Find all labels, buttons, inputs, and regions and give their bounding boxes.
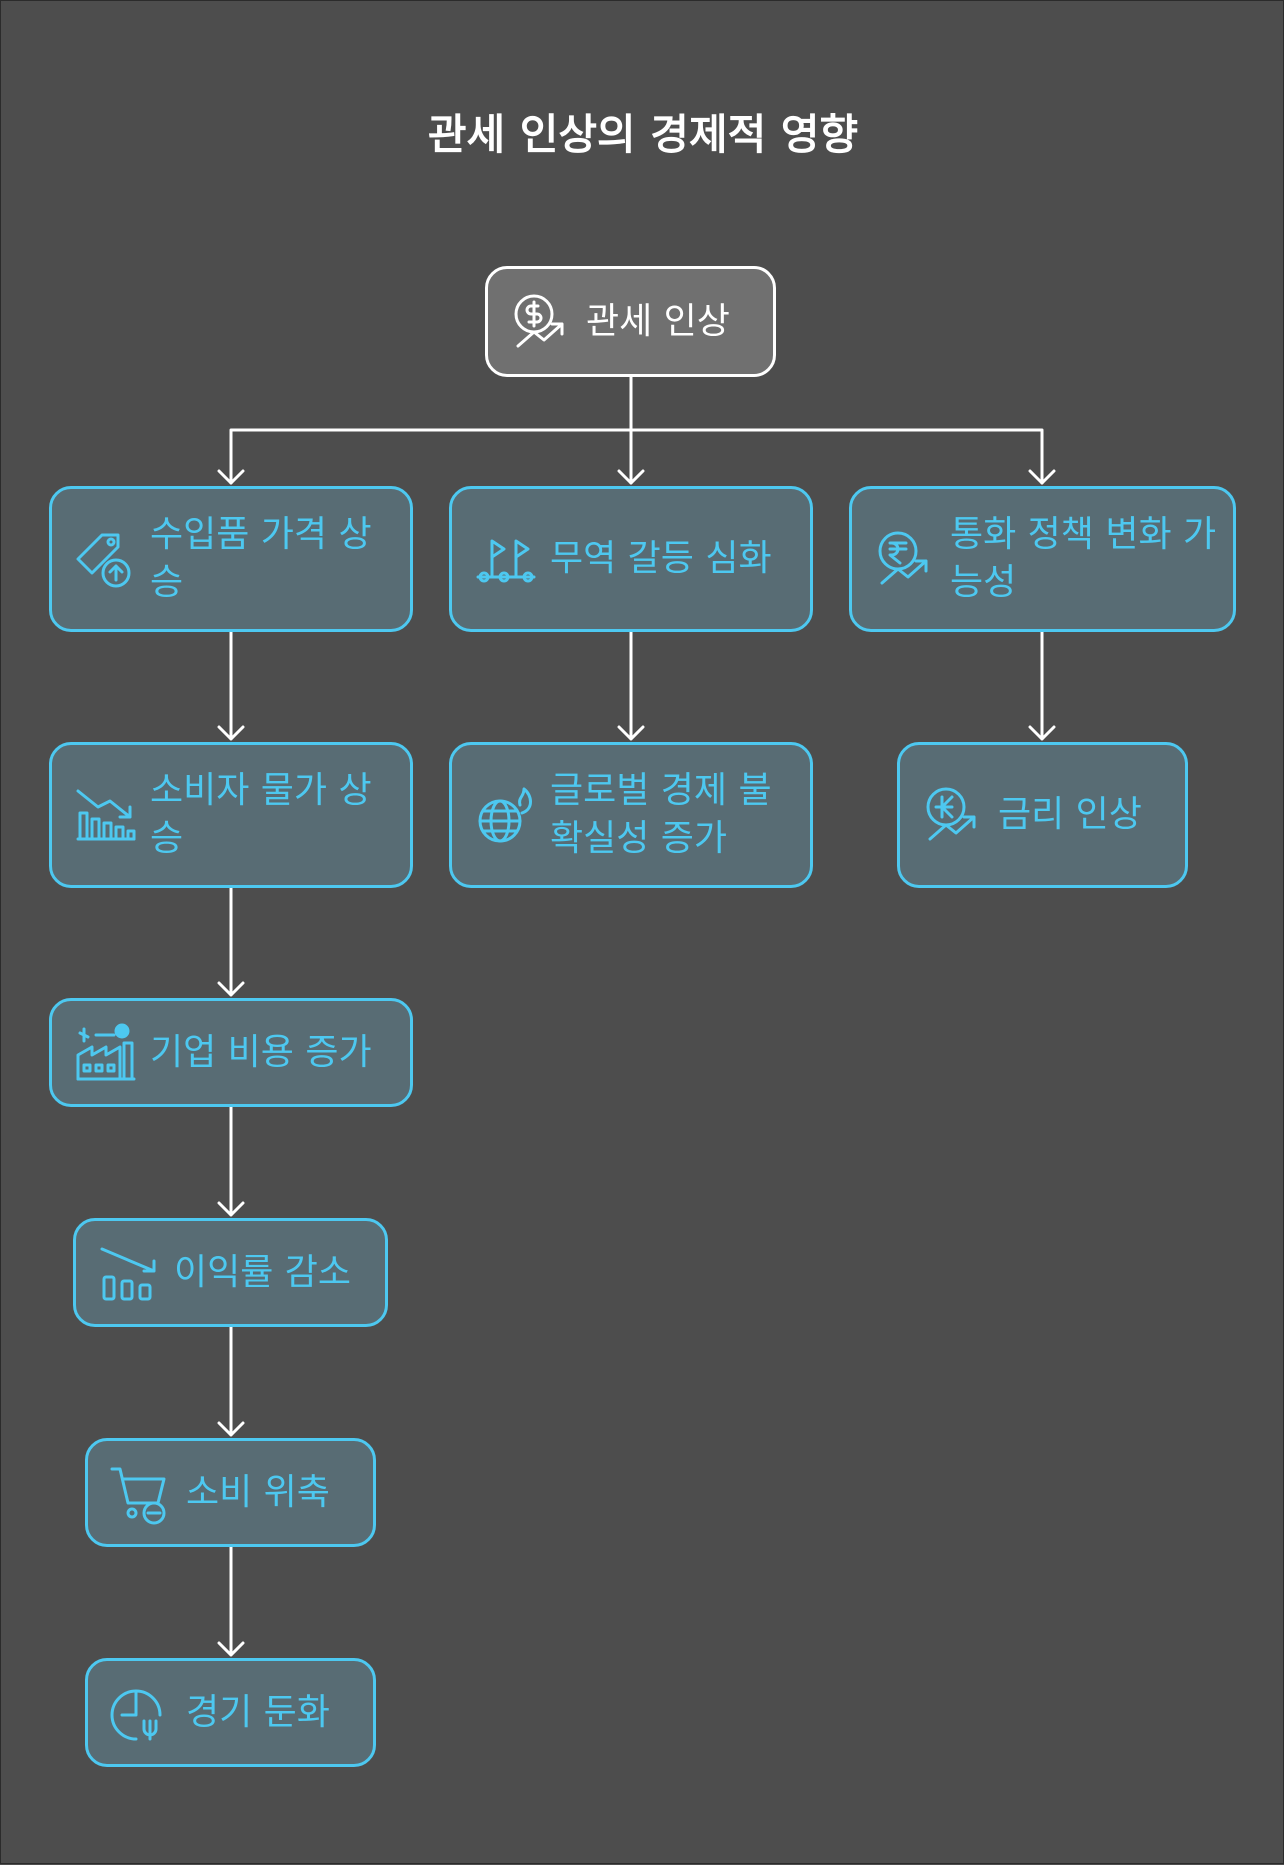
node-label: 경기 둔화	[186, 1691, 330, 1733]
flags-icon	[474, 527, 538, 591]
edge-monetary-policy-to-interest-rate	[1028, 630, 1056, 741]
node-global-uncertainty[interactable]: 글로벌 경제 불확실성 증가	[449, 742, 813, 888]
node-economic-slowdown[interactable]: 경기 둔화	[85, 1658, 376, 1767]
node-label: 기업 비용 증가	[150, 1031, 372, 1073]
node-interest-rate-hike[interactable]: 금리 인상	[897, 742, 1188, 888]
node-label: 관세 인상	[586, 300, 730, 342]
node-monetary-policy-change[interactable]: 통화 정책 변화 가능성	[849, 486, 1236, 632]
edge-consumer-price-to-corp-cost	[217, 886, 245, 997]
diagram-title: 관세 인상의 경제적 영향	[427, 110, 859, 159]
edge-trade-conflict-to-global-uncertainty	[617, 630, 645, 741]
kip-trend-icon	[922, 783, 986, 847]
edge-consumption-to-slowdown	[217, 1545, 245, 1657]
node-import-price-rise[interactable]: 수입품 가격 상승	[49, 486, 413, 632]
node-tariff-increase[interactable]: 관세 인상	[485, 266, 776, 377]
bar-chart-trend-icon	[74, 783, 138, 847]
edge-import-price-to-consumer-price	[217, 630, 245, 741]
gauge-icon	[110, 1681, 174, 1745]
edge-corp-cost-to-profit-margin	[217, 1105, 245, 1217]
cart-minus-icon	[110, 1461, 174, 1525]
node-corporate-cost-rise[interactable]: 기업 비용 증가	[49, 998, 413, 1107]
node-trade-conflict[interactable]: 무역 갈등 심화	[449, 486, 813, 632]
node-consumer-price-rise[interactable]: 소비자 물가 상승	[49, 742, 413, 888]
dollar-trend-icon	[510, 290, 574, 354]
price-tag-up-icon	[74, 527, 138, 591]
rupee-trend-icon	[874, 527, 938, 591]
node-label: 통화 정책 변화 가능성	[950, 514, 1217, 603]
node-label: 소비 위축	[186, 1471, 330, 1513]
node-label: 금리 인상	[998, 794, 1142, 835]
globe-fire-icon	[474, 783, 538, 847]
node-label: 무역 갈등 심화	[550, 538, 772, 579]
node-label: 글로벌 경제 불확실성 증가	[550, 770, 772, 859]
node-label: 소비자 물가 상승	[150, 770, 372, 859]
node-label: 이익률 감소	[174, 1251, 352, 1293]
edge-profit-margin-to-consumption	[217, 1325, 245, 1437]
node-consumption-contraction[interactable]: 소비 위축	[85, 1438, 376, 1547]
factory-icon	[74, 1021, 138, 1085]
node-label: 수입품 가격 상승	[150, 514, 372, 603]
bar-chart-down-icon	[98, 1241, 162, 1305]
node-profit-margin-decline[interactable]: 이익률 감소	[73, 1218, 388, 1327]
edge-root-to-branches	[217, 375, 1056, 485]
